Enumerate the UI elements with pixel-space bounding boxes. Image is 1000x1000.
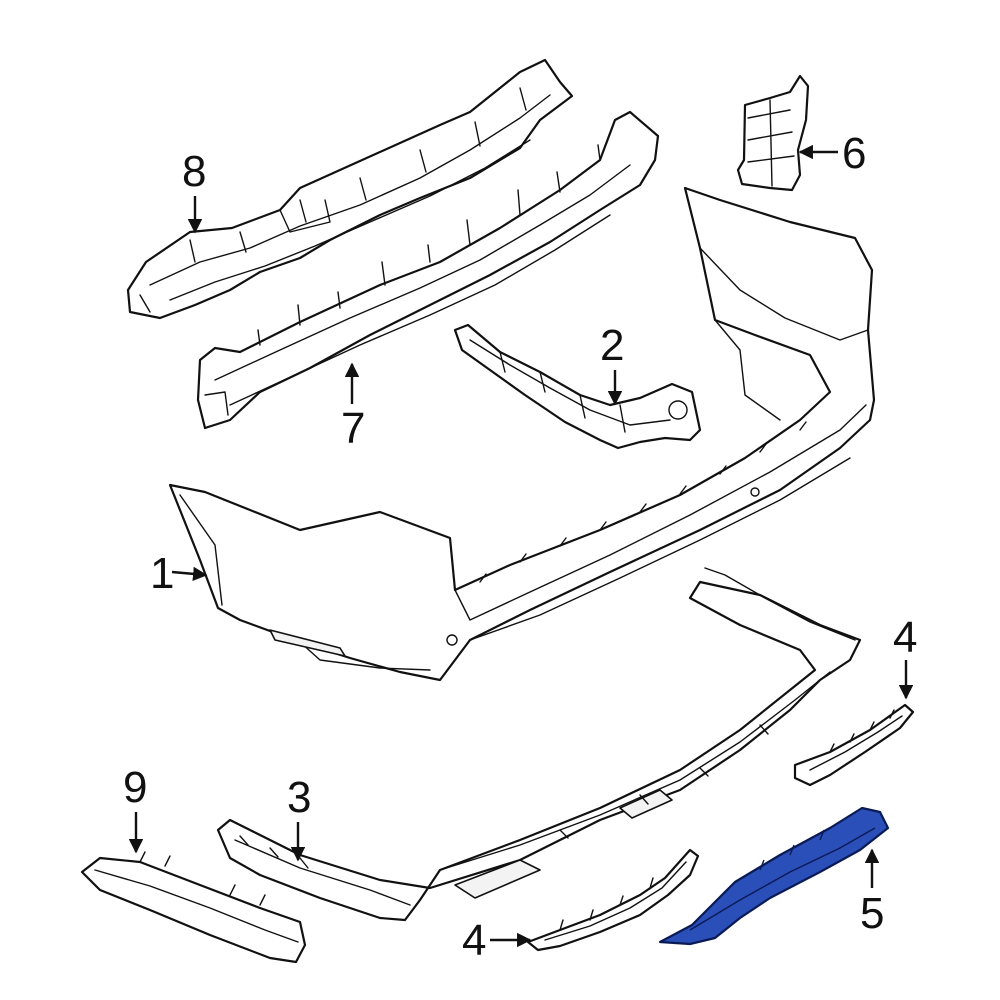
callout-3: 3 (287, 773, 311, 822)
bumper-cover (168, 186, 876, 682)
callout-9: 9 (123, 763, 147, 812)
lower-valance (216, 567, 862, 922)
callout-2: 2 (600, 321, 624, 370)
callout-labels: 1 2 3 4 4 5 6 7 8 9 (123, 129, 917, 965)
leader-1 (171, 566, 208, 582)
callout-4b: 4 (462, 916, 486, 965)
callout-8: 8 (182, 147, 206, 196)
trim-strip-lower (526, 848, 700, 952)
callout-7: 7 (341, 404, 365, 453)
callout-6: 6 (842, 129, 866, 178)
callout-1: 1 (150, 549, 174, 598)
reflector (80, 851, 307, 964)
bumper-reinforcement (196, 110, 660, 430)
callout-4a: 4 (893, 613, 917, 662)
mounting-bracket (453, 323, 702, 450)
highlighted-trim-part-5 (658, 806, 890, 946)
leader-lines (128, 144, 914, 948)
trim-strip-right (793, 703, 915, 787)
callout-5: 5 (860, 889, 884, 938)
energy-absorber-upper (126, 58, 574, 320)
side-bracket (736, 74, 810, 192)
